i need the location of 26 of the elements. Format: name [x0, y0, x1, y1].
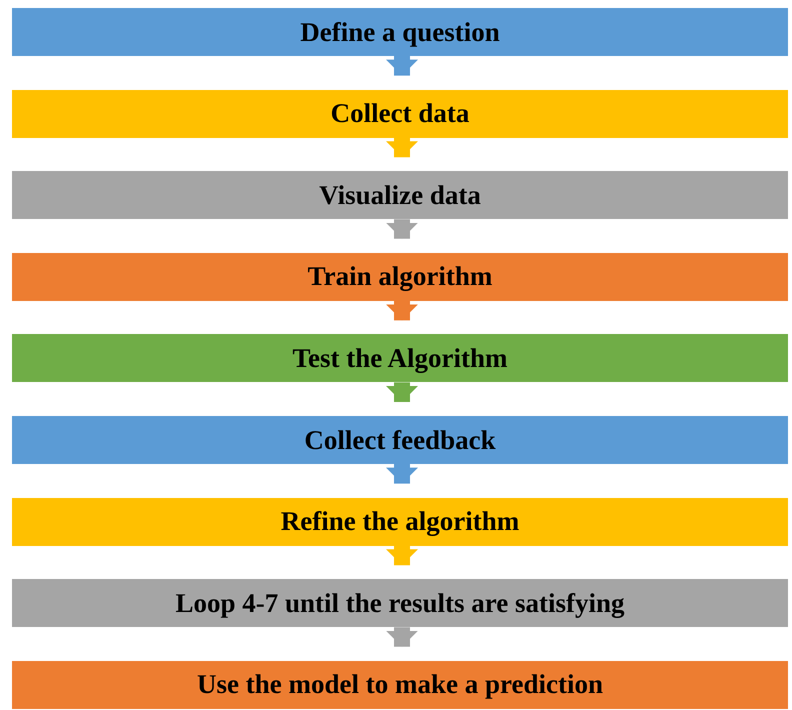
step-label: Define a question	[300, 16, 500, 48]
arrow	[386, 464, 418, 484]
step-box	[12, 171, 788, 220]
step-box	[12, 252, 788, 301]
arrow	[386, 300, 418, 320]
arrow	[386, 382, 418, 402]
step-label: Loop 4-7 until the results are satisfying	[175, 588, 625, 619]
step-label: Collect data	[330, 98, 470, 130]
arrow	[386, 627, 418, 647]
step-label: Collect feedback	[304, 424, 496, 456]
arrow	[386, 138, 418, 158]
step-box	[12, 90, 788, 138]
step-box	[12, 334, 788, 382]
arrow	[386, 546, 418, 566]
step-box	[12, 660, 788, 709]
step-box	[12, 416, 788, 464]
step-label: Visualize data	[319, 180, 481, 211]
step-box	[12, 8, 788, 56]
step-label: Train algorithm	[308, 261, 492, 292]
step-box	[12, 579, 788, 628]
step-label: Use the model to make a prediction	[197, 669, 603, 700]
step-box	[12, 498, 788, 546]
step-label: Test the Algorithm	[292, 342, 508, 374]
arrow	[386, 219, 418, 239]
step-label: Refine the algorithm	[280, 506, 520, 538]
arrow	[386, 56, 418, 76]
